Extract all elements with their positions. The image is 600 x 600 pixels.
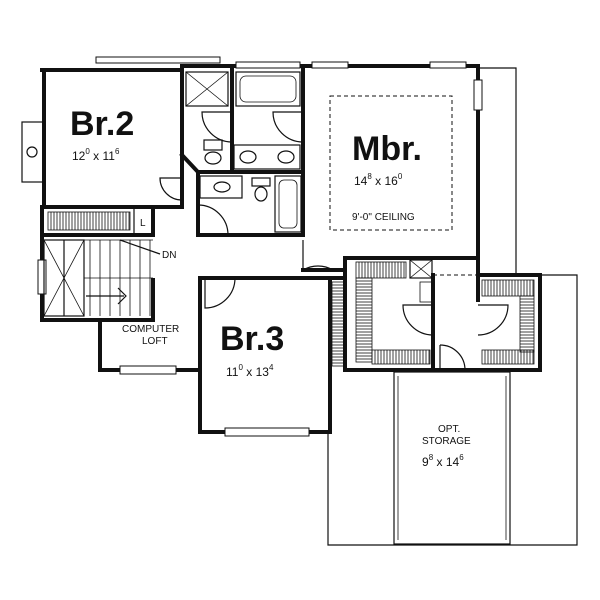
room-name-br2: Br.2	[70, 105, 134, 143]
ceiling-note-mbr: 9'-0" CEILING	[352, 212, 415, 223]
room-size-mbr: 148 x 160	[354, 172, 403, 188]
tray-ceiling	[329, 95, 453, 231]
stair-treads	[84, 239, 153, 316]
stairs	[43, 239, 85, 317]
room-name-mbr: Mbr.	[352, 130, 422, 168]
room-size-storage: 98 x 146	[422, 453, 464, 469]
room-size-br2: 120 x 116	[72, 147, 120, 163]
room-name-br3: Br.3	[220, 320, 284, 358]
closet-shelving	[47, 211, 535, 367]
linen-closet-label: L	[140, 218, 146, 229]
stair-down-label: DN	[162, 250, 176, 261]
doors	[159, 111, 509, 371]
linen-closet	[133, 206, 154, 236]
stair-arrow	[86, 239, 161, 305]
room-name-loft-line1: COMPUTER	[122, 324, 179, 335]
windows	[37, 56, 483, 437]
bath-fixtures	[185, 71, 302, 233]
room-name-storage-line2: STORAGE	[422, 436, 471, 447]
room-name-loft-line2: LOFT	[142, 336, 168, 347]
closet-hatching	[50, 212, 534, 364]
chimney	[21, 121, 45, 183]
room-name-storage-line1: OPT.	[438, 424, 460, 435]
room-size-br3: 110 x 134	[226, 363, 274, 379]
